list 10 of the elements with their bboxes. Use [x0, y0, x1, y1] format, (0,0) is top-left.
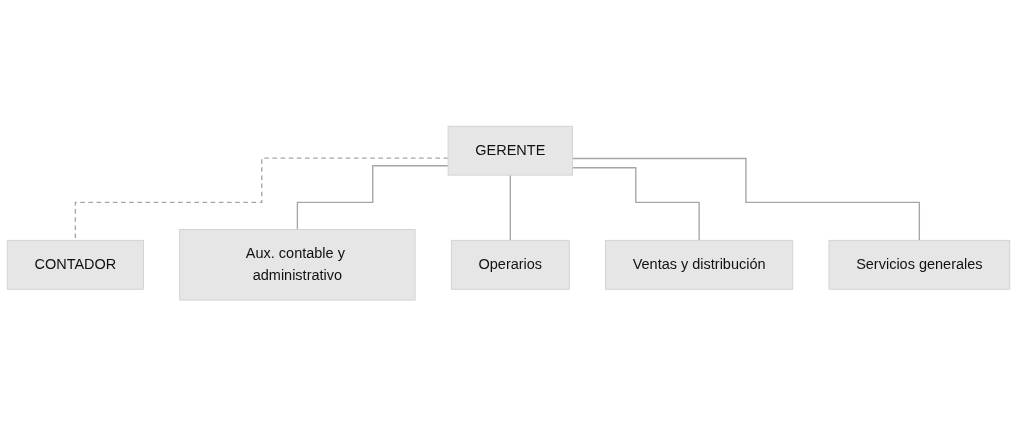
node-box: Operarios: [450, 240, 570, 290]
connector: [571, 167, 700, 242]
connector: [296, 165, 449, 231]
node-box: CONTADOR: [6, 240, 144, 290]
node-box: GERENTE: [447, 126, 573, 176]
node-box: Servicios generales: [828, 240, 1011, 290]
node-box: Ventas y distribución: [605, 240, 794, 290]
connector: [509, 174, 511, 242]
connector: [571, 158, 921, 242]
node-box: Aux. contable y administrativo: [179, 229, 416, 301]
